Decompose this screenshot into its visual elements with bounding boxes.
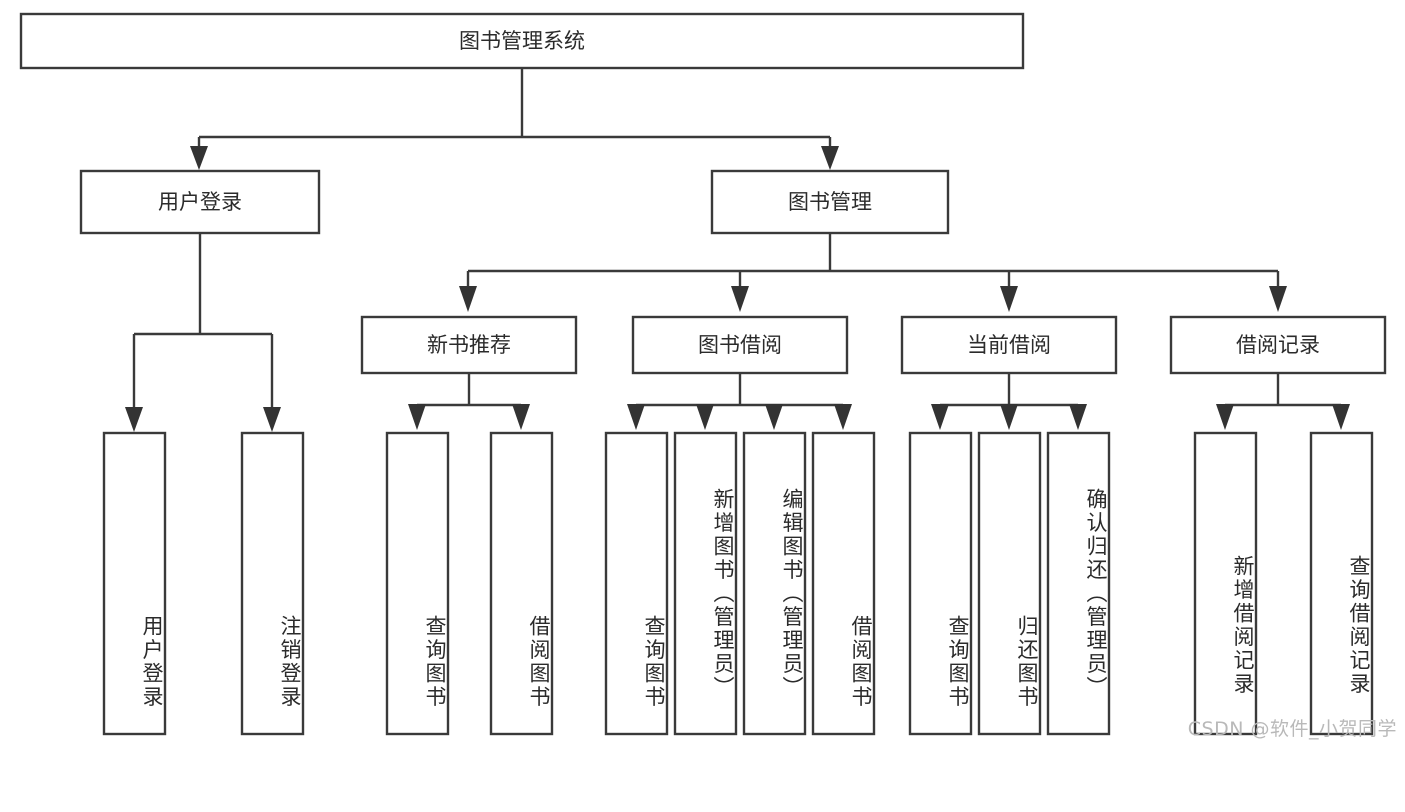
arrowhead-cb-leaf2 [1069,404,1087,430]
arrowhead-bb-leaf2 [765,404,783,430]
arrowhead-bb-leaf0 [627,404,645,430]
arrowhead-br-leaf1 [1332,404,1350,430]
new-book-recommend-box[interactable] [360,315,578,375]
arrowhead-br-leaf0 [1216,404,1234,430]
tree-diagram-svg: 图书管理系统 用户登录 图书管理 [19,12,1387,736]
arrowhead-l2-0 [459,286,477,312]
arrowhead-bb-leaf3 [834,404,852,430]
current-borrow-label: 当前借阅 [967,333,1051,357]
arrowhead-ul-leaf1 [263,407,281,432]
leaf-box-user-login-1[interactable] [240,431,305,736]
book-manage-label: 图书管理 [788,190,872,214]
node-book-borrow[interactable]: 图书借阅 [631,315,849,375]
leaf-box-borrow-record-0[interactable] [1193,431,1258,736]
leaf-box-book-borrow-1[interactable] [673,431,738,736]
borrow-record-label: 借阅记录 [1236,333,1320,357]
root-box[interactable] [19,12,1025,70]
arrowhead-book-manage [821,146,839,170]
leaf-box-book-borrow-0[interactable] [604,431,669,736]
node-current-borrow[interactable]: 当前借阅 [900,315,1118,375]
arrowhead-bb-leaf1 [696,404,714,430]
arrowhead-cb-leaf1 [1000,404,1018,430]
book-borrow-label: 图书借阅 [698,333,782,357]
arrowhead-l2-2 [1000,286,1018,312]
arrowhead-l2-1 [731,286,749,312]
leaf-box-current-borrow-2[interactable] [1046,431,1111,736]
root-label: 图书管理系统 [459,29,585,53]
leaf-box-new-book-1[interactable] [489,431,554,736]
arrowhead-cb-leaf0 [931,404,949,430]
leaf-box-current-borrow-0[interactable] [908,431,973,736]
arrowhead-ul-leaf0 [125,407,143,432]
leaf-box-book-borrow-2[interactable] [742,431,807,736]
borrow-record-box[interactable] [1169,315,1387,375]
new-book-recommend-label: 新书推荐 [427,333,511,357]
leaf-box-book-borrow-3[interactable] [811,431,876,736]
user-login-label: 用户登录 [158,190,242,214]
leaf-box-user-login-0[interactable] [102,431,167,736]
node-new-book-recommend[interactable]: 新书推荐 [360,315,578,375]
current-borrow-box[interactable] [900,315,1118,375]
node-root[interactable]: 图书管理系统 [19,12,1025,70]
book-manage-box[interactable] [710,169,950,235]
leaf-box-current-borrow-1[interactable] [977,431,1042,736]
node-borrow-record[interactable]: 借阅记录 [1169,315,1387,375]
leaf-box-new-book-0[interactable] [385,431,450,736]
arrowhead-nbr-leaf0 [408,404,426,430]
book-borrow-box[interactable] [631,315,849,375]
diagram-canvas: 图书管理系统 用户登录 图书管理 [19,12,1397,740]
node-book-manage[interactable]: 图书管理 [710,169,950,235]
node-user-login[interactable]: 用户登录 [79,169,321,235]
csdn-watermark: CSDN @软件_小贺同学 [1187,718,1397,740]
arrowhead-user-login [190,146,208,170]
arrowhead-l2-3 [1269,286,1287,312]
arrowhead-nbr-leaf1 [512,404,530,430]
leaf-box-borrow-record-1[interactable] [1309,431,1374,736]
